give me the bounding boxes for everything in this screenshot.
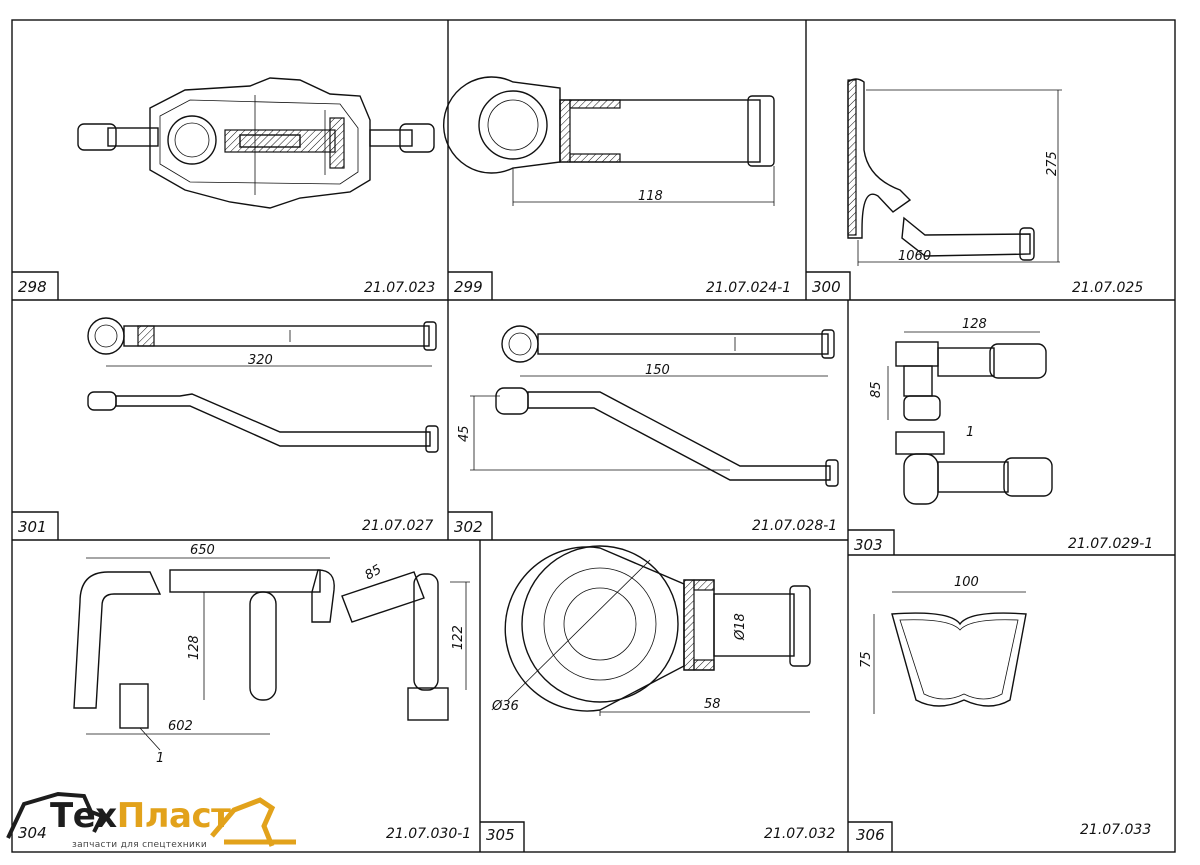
dim-305-outer: Ø36 <box>491 699 519 714</box>
dim-303-callout: 1 <box>966 425 974 440</box>
cell-number: 300 <box>812 278 841 296</box>
part-299-drawing <box>442 76 775 206</box>
dim-304-length: 650 <box>190 543 215 558</box>
part-306-drawing <box>873 591 1027 714</box>
cell-code: 21.07.027 <box>362 518 434 534</box>
cell-number: 306 <box>856 826 885 844</box>
part-304-drawing <box>73 557 470 751</box>
part-305-drawing <box>504 545 811 716</box>
dim-303-width: 128 <box>962 317 987 332</box>
brand-logo: ТехПласт запчасти для спецтехники <box>2 786 302 864</box>
cell-number: 301 <box>18 518 47 536</box>
logo-wordmark: ТехПласт <box>50 796 231 836</box>
cell-number: 305 <box>486 826 515 844</box>
dim-304-height: 128 <box>187 635 202 660</box>
dim-304-callout: 1 <box>156 751 164 766</box>
dim-302-height: 45 <box>457 425 472 442</box>
cell-code: 21.07.024-1 <box>706 280 792 296</box>
cell-number: 299 <box>454 278 483 296</box>
part-298-drawing <box>77 77 435 209</box>
dim-305-length: 58 <box>704 697 721 712</box>
dim-303-height: 85 <box>869 381 884 398</box>
part-302-drawing <box>470 325 839 487</box>
cell-number: 303 <box>854 536 883 554</box>
dim-300-height: 275 <box>1045 151 1060 176</box>
dim-306-width: 100 <box>954 575 979 590</box>
dim-306-height: 75 <box>859 651 874 668</box>
logo-tagline: запчасти для спецтехники <box>72 840 207 850</box>
dim-299: 118 <box>638 189 663 204</box>
part-301-drawing <box>87 317 439 453</box>
cell-code: 21.07.028-1 <box>752 518 838 534</box>
cell-code: 21.07.033 <box>1080 822 1152 838</box>
dim-304-base: 602 <box>168 719 193 734</box>
grid-frame <box>11 19 1176 853</box>
cell-code: 21.07.029-1 <box>1068 536 1154 552</box>
dim-304-right-height: 122 <box>451 625 466 650</box>
cell-number: 302 <box>454 518 483 536</box>
dim-301: 320 <box>248 353 273 368</box>
cell-code: 21.07.030-1 <box>386 826 472 842</box>
cell-code: 21.07.025 <box>1072 280 1144 296</box>
excavator-icon <box>6 791 296 847</box>
cell-number: 304 <box>18 824 47 842</box>
part-303-drawing <box>887 331 1053 505</box>
part-300-drawing <box>847 78 1062 266</box>
dim-305-inner: Ø18 <box>733 613 748 641</box>
dim-300-length: 1060 <box>898 249 931 264</box>
dim-304-angle-len: 85 <box>363 562 385 583</box>
cell-code: 21.07.023 <box>364 280 436 296</box>
cell-code: 21.07.032 <box>764 826 836 842</box>
dim-302-length: 150 <box>645 363 670 378</box>
cell-number: 298 <box>18 278 47 296</box>
